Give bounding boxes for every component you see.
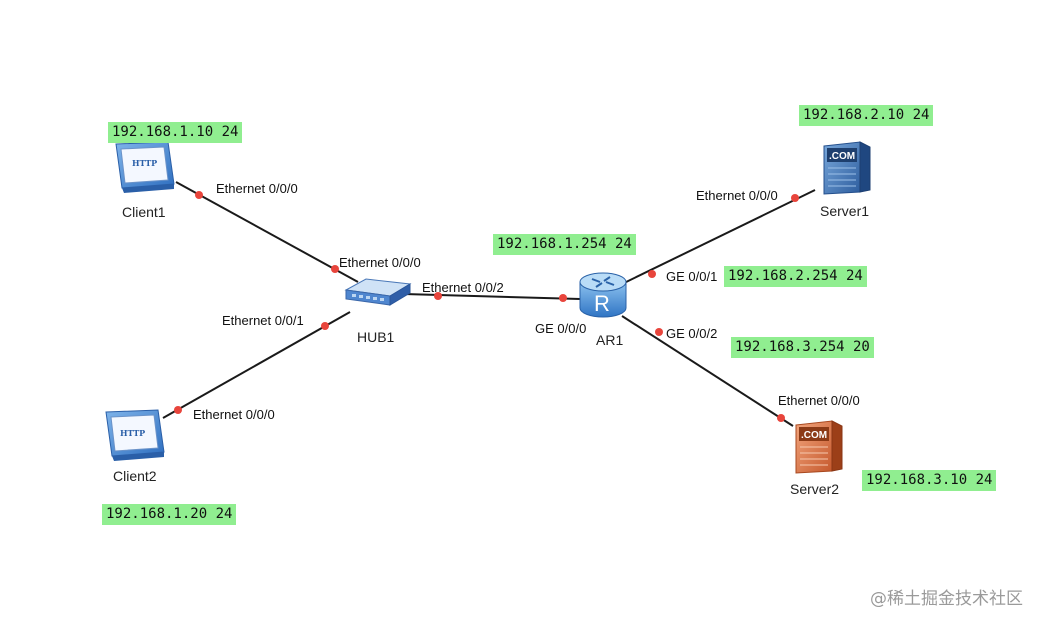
- ar1-device[interactable]: R: [578, 266, 628, 324]
- server2-port-label: Ethernet 0/0/0: [778, 393, 860, 408]
- client1-port-label: Ethernet 0/0/0: [216, 181, 298, 196]
- ar1-label: AR1: [596, 332, 624, 348]
- server2-device[interactable]: .COM: [792, 417, 844, 475]
- port-dot-client2-eth0[interactable]: [174, 406, 182, 414]
- svg-text:HTTP: HTTP: [132, 158, 157, 168]
- hub1-device[interactable]: [344, 276, 412, 308]
- ar1-ge0-label: GE 0/0/0: [535, 321, 587, 336]
- ar1-ge2-ip: 192.168.3.254 20: [731, 337, 874, 358]
- port-dot-hub1-eth2[interactable]: [434, 292, 442, 300]
- http-client-icon: HTTP: [115, 141, 175, 193]
- svg-text:.COM: .COM: [801, 430, 827, 441]
- port-dot-client1-eth0[interactable]: [195, 191, 203, 199]
- port-dot-server2-eth0[interactable]: [777, 414, 785, 422]
- link-ar1-server1[interactable]: [621, 189, 816, 285]
- client1-device[interactable]: HTTP: [110, 140, 176, 196]
- server2-label: Server2: [790, 481, 840, 497]
- hub1-port1-label: Ethernet 0/0/1: [222, 313, 304, 328]
- http-client-icon: HTTP: [105, 409, 165, 461]
- svg-text:.COM: .COM: [829, 151, 855, 162]
- client2-ip: 192.168.1.20 24: [102, 504, 237, 525]
- client1-ip: 192.168.1.10 24: [108, 122, 243, 143]
- ar1-ge1-label: GE 0/0/1: [666, 269, 718, 284]
- link-ar1-server2[interactable]: [621, 315, 794, 427]
- client1-label: Client1: [122, 204, 166, 220]
- link-hub1-ar1[interactable]: [403, 293, 581, 300]
- server1-label: Server1: [820, 203, 870, 219]
- svg-text:HTTP: HTTP: [120, 428, 145, 438]
- dns-server-icon: .COM: [795, 420, 843, 474]
- port-dot-ar1-ge0[interactable]: [559, 294, 567, 302]
- link-client2-hub1[interactable]: [162, 311, 351, 419]
- client2-label: Client2: [113, 468, 157, 484]
- server1-port-label: Ethernet 0/0/0: [696, 188, 778, 203]
- ar1-ge2-label: GE 0/0/2: [666, 326, 718, 341]
- server1-ip: 192.168.2.10 24: [799, 105, 934, 126]
- ar1-ge1-ip: 192.168.2.254 24: [724, 266, 867, 287]
- hub1-port2-label: Ethernet 0/0/2: [422, 280, 504, 295]
- port-dot-ar1-ge2[interactable]: [655, 328, 663, 336]
- router-icon: R: [579, 272, 627, 318]
- port-dot-server1-eth0[interactable]: [791, 194, 799, 202]
- hub-icon: [344, 278, 412, 306]
- port-dot-hub1-eth1[interactable]: [321, 322, 329, 330]
- server1-device[interactable]: .COM: [820, 138, 872, 196]
- dns-server-icon: .COM: [823, 141, 871, 195]
- watermark: @稀土掘金技术社区: [870, 589, 1023, 609]
- server2-ip: 192.168.3.10 24: [862, 470, 997, 491]
- link-client1-hub1[interactable]: [175, 181, 359, 283]
- ar1-ge0-ip: 192.168.1.254 24: [493, 234, 636, 255]
- client2-device[interactable]: HTTP: [100, 408, 166, 464]
- hub1-label: HUB1: [357, 329, 395, 345]
- svg-text:R: R: [594, 291, 610, 316]
- hub1-port0-label: Ethernet 0/0/0: [339, 255, 421, 270]
- client2-port-label: Ethernet 0/0/0: [193, 407, 275, 422]
- port-dot-hub1-eth0[interactable]: [331, 265, 339, 273]
- port-dot-ar1-ge1[interactable]: [648, 270, 656, 278]
